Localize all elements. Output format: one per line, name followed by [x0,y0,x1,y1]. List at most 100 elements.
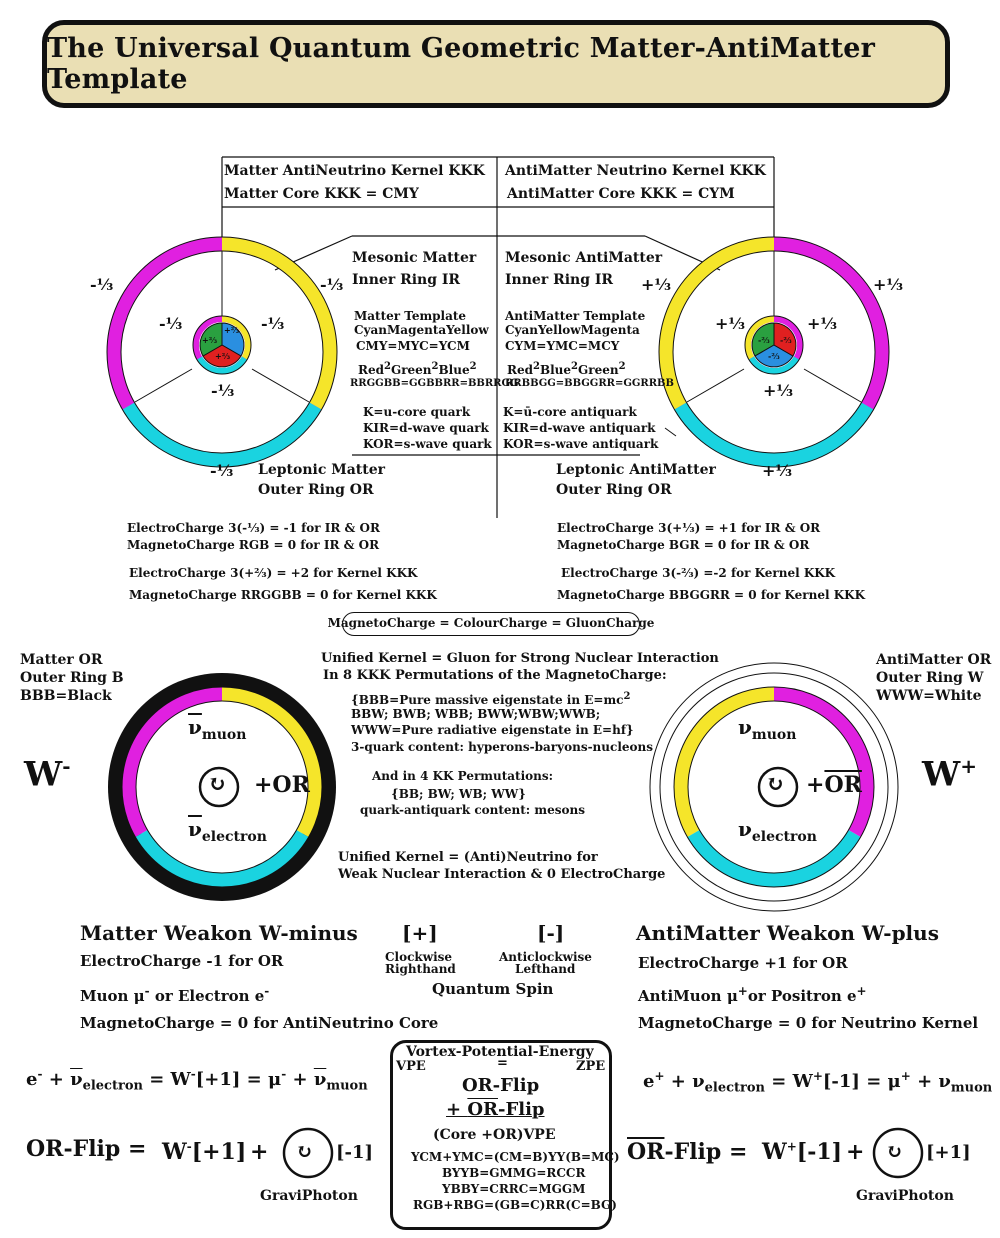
top-connector-lines [221,156,775,518]
magneto-box-text: MagnetoCharge = ColourCharge = GluonChar… [327,616,655,631]
antimatter-weakon-ec: ElectroCharge +1 for OR [638,954,848,972]
matter-weakon-mc: MagnetoCharge = 0 for AntiNeutrino Core [80,1014,439,1032]
outer-ring-bar-label: Outer Ring OR [556,482,672,498]
www-white-label: WWW=White [876,688,982,704]
charge-label: +⅓ [762,461,792,480]
right-orflip-end: [+1] [926,1142,971,1163]
vpe-core-or: (Core +OR)VPE [433,1127,556,1143]
vpe-orflip: OR-Flip [462,1075,540,1096]
spin-minus-label: [-] [537,921,565,945]
vpe-line-6: YBBY=CRRC=MGGM [442,1182,586,1196]
matter-weakon-title: Matter Weakon W-minus [80,921,358,945]
left-equation: e- + νelectron = W-[+1] = μ- + νmuon [26,1067,368,1094]
anticlockwise-label: Anticlockwise [499,950,592,964]
outer-ring-w-label: Outer Ring W [876,670,984,686]
charge-label: -⅓ [320,275,344,294]
w-plus-symbol: W+ [922,754,977,795]
magnetocharge-ir-or-matter: MagnetoCharge RGB = 0 for IR & OR [127,538,380,552]
antimatter-template-eq: CYM=YMC=MCY [505,339,620,353]
outer-ring-cyan [122,402,322,467]
antimatter-template-rbg: Red2Blue2Green2 [507,361,626,377]
inner-ring-bar-label: Inner Ring IR [505,272,614,288]
vpe-label: VPE [396,1059,426,1074]
w-minus-symbol: W- [24,754,71,795]
vpe-box [390,1040,612,1230]
charge-label: -⅓ [261,314,285,333]
outer-ring-b-label: Outer Ring B [20,670,124,686]
antineutrino-electron-label: νelectron [188,817,267,846]
antimatter-weakon-mc: MagnetoCharge = 0 for Neutrino Kernel [638,1014,979,1032]
mesonic-antimatter-label: Mesonic AntiMatter [505,250,663,266]
plus-or-label: +OR [254,772,310,798]
middle-line-8: {BB; BW; WB; WW} [391,787,526,801]
middle-line-11: Weak Nuclear Interaction & 0 ElectroChar… [338,867,666,882]
antiquark-s-label: KOR=s-wave antiquark [503,437,659,451]
antimatter-template-perm: RRBBGG=BBGGRR=GGRRBB [505,378,674,389]
middle-line-7: And in 4 KK Permutations: [372,769,554,783]
magnetocharge-kernel-antimatter: MagnetoCharge BBGGRR = 0 for Kernel KKK [557,588,865,602]
charge-label: -⅓ [210,461,234,480]
core-value: +⅔ [202,335,217,345]
spin-icon: ↻ [208,771,227,797]
charge-label: +⅓ [763,381,793,400]
charge-label: -⅓ [211,381,235,400]
antimatter-weakon-particles: AntiMuon μ+or Positron e+ [638,984,867,1005]
outer-ring-yellow [221,237,337,410]
right-orflip-w: W+[-1] [762,1139,843,1165]
inner-ring-label: Inner Ring IR [352,272,461,288]
antimatter-weakon-title: AntiMatter Weakon W-plus [636,921,939,945]
electrocharge-kernel-antimatter: ElectroCharge 3(-⅔) =-2 for Kernel KKK [561,566,836,580]
electrocharge-ir-or-antimatter: ElectroCharge 3(+⅓) = +1 for IR & OR [557,521,821,535]
left-orflip-end: [-1] [336,1142,374,1163]
charge-label: -⅓ [159,314,183,333]
matter-template-colors: CyanMagentaYellow [354,323,489,337]
core-value: -⅔ [758,335,770,345]
electrocharge-ir-or-matter: ElectroCharge 3(-⅓) = -1 for IR & OR [127,521,380,535]
w-plus-ring-diagram [649,662,899,912]
middle-line-5: WWW=Pure radiative eigenstate in E=hf} [351,723,634,737]
graviphoton-right-label: GraviPhoton [856,1188,954,1204]
plus-or-bar-label: +OR [806,772,862,798]
middle-line-6: 3-quark content: hyperons-baryons-nucleo… [351,740,653,754]
neutrino-electron-label: νelectron [738,817,817,846]
lefthand-label: Lefthand [515,962,576,976]
title-banner: The Universal Quantum Geometric Matter-A… [42,20,950,108]
right-orflip-label: OR-Flip = [627,1139,748,1165]
antimatter-kernel-label: AntiMatter Neutrino Kernel KKK [505,163,766,179]
left-orflip-plus: + [250,1139,269,1165]
leptonic-antimatter-label: Leptonic AntiMatter [556,462,716,478]
spin-plus-label: [+] [402,921,438,945]
core-value: -⅔ [780,335,792,345]
charge-label: +⅓ [641,275,671,294]
bbb-black-label: BBB=Black [20,688,112,704]
leptonic-matter-label: Leptonic Matter [258,462,386,478]
matter-weakon-ec: ElectroCharge -1 for OR [80,952,284,970]
antiquark-u-label: K=ū-core antiquark [503,405,637,419]
middle-line-3: {BBB=Pure massive eigenstate in E=mc2 [351,691,631,707]
quark-d-label: KIR=d-wave quark [363,421,489,435]
mesonic-matter-label: Mesonic Matter [352,250,477,266]
graviphoton-right-circle [872,1127,924,1179]
middle-line-1: Unified Kernel = Gluon for Strong Nuclea… [321,651,719,666]
matter-core-label: Matter Core KKK = CMY [224,186,419,202]
magneto-colour-gluon-box: MagnetoCharge = ColourCharge = GluonChar… [328,612,654,636]
quantum-spin-label: Quantum Spin [432,980,554,998]
matter-weakon-particles: Muon μ- or Electron e- [80,984,270,1005]
outer-ring-label: Outer Ring OR [258,482,374,498]
electrocharge-kernel-matter: ElectroCharge 3(+⅔) = +2 for Kernel KKK [129,566,418,580]
matter-template-perm: RRGGBB=GGBBRR=BBRRGG [350,378,519,389]
charge-label: +⅓ [807,314,837,333]
graviphoton-spin-icon: ↻ [886,1139,903,1163]
middle-line-2: In 8 KKK Permutations of the MagnetoChar… [323,668,667,683]
core-value: +⅔ [215,351,230,361]
charge-label: +⅓ [715,314,745,333]
middle-line-4: BBW; BWB; WBB; BWW;WBW;WWB; [351,707,601,721]
right-equation: e+ + νelectron = W+[-1] = μ+ + νmuon [643,1069,993,1096]
antimatter-or-label: AntiMatter OR [876,652,992,668]
zpe-label: ZPE [576,1059,606,1074]
right-orflip-plus: + [846,1139,865,1165]
matter-ring-diagram [106,236,338,468]
graviphoton-spin-icon: ↻ [296,1139,313,1163]
spin-icon: ↻ [766,771,785,797]
